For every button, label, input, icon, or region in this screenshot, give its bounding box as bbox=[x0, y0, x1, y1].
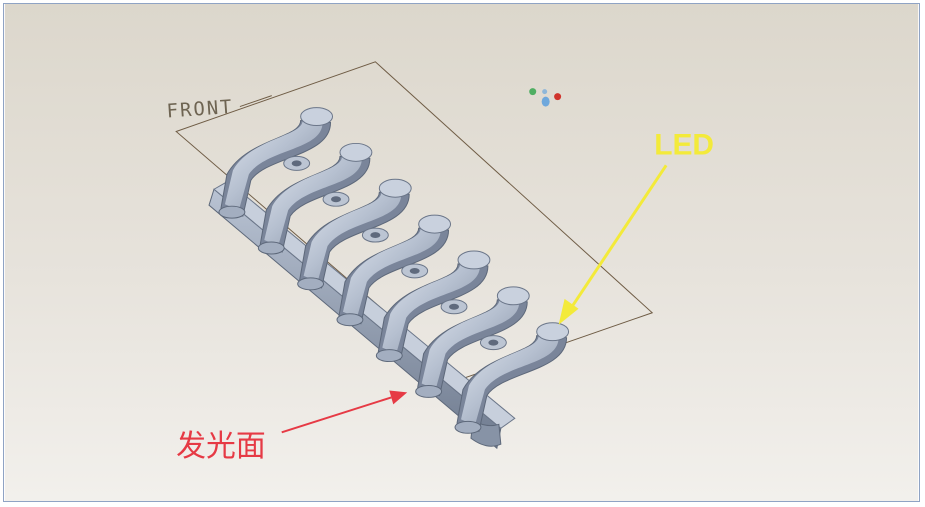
emitting-face-label: 发光面 bbox=[176, 429, 266, 464]
light-pipe bbox=[336, 214, 452, 327]
cad-viewport[interactable]: FRONT LED 发光面 bbox=[4, 4, 919, 501]
led-arrow-line bbox=[569, 164, 668, 310]
led-end-face bbox=[300, 107, 334, 127]
light-pipe bbox=[375, 250, 491, 363]
front-plane-leader bbox=[239, 95, 272, 108]
light-pipe-part[interactable] bbox=[208, 107, 570, 450]
led-end-face bbox=[339, 142, 373, 162]
led-label: LED bbox=[654, 128, 714, 161]
light-pipe bbox=[415, 286, 530, 398]
led-annotation[interactable]: LED bbox=[558, 128, 714, 325]
led-arrow-head bbox=[558, 298, 579, 325]
light-pipe-array bbox=[218, 107, 570, 434]
face-arrow-head bbox=[389, 390, 408, 405]
emitting-face-annotation[interactable]: 发光面 bbox=[176, 390, 408, 464]
led-end-face bbox=[418, 214, 452, 234]
led-end-face bbox=[496, 286, 530, 306]
led-end-face bbox=[457, 250, 491, 270]
face-arrow-line bbox=[281, 396, 392, 434]
light-pipe bbox=[218, 107, 334, 219]
light-pipe bbox=[257, 142, 373, 255]
led-end-face bbox=[536, 322, 570, 342]
view-orientation-triad-icon[interactable] bbox=[529, 88, 562, 107]
cad-viewport-frame: FRONT LED 发光面 bbox=[3, 3, 920, 502]
front-plane-label: FRONT bbox=[166, 96, 234, 123]
led-end-face bbox=[378, 178, 412, 198]
light-pipe bbox=[454, 322, 570, 434]
light-pipe bbox=[297, 178, 412, 291]
